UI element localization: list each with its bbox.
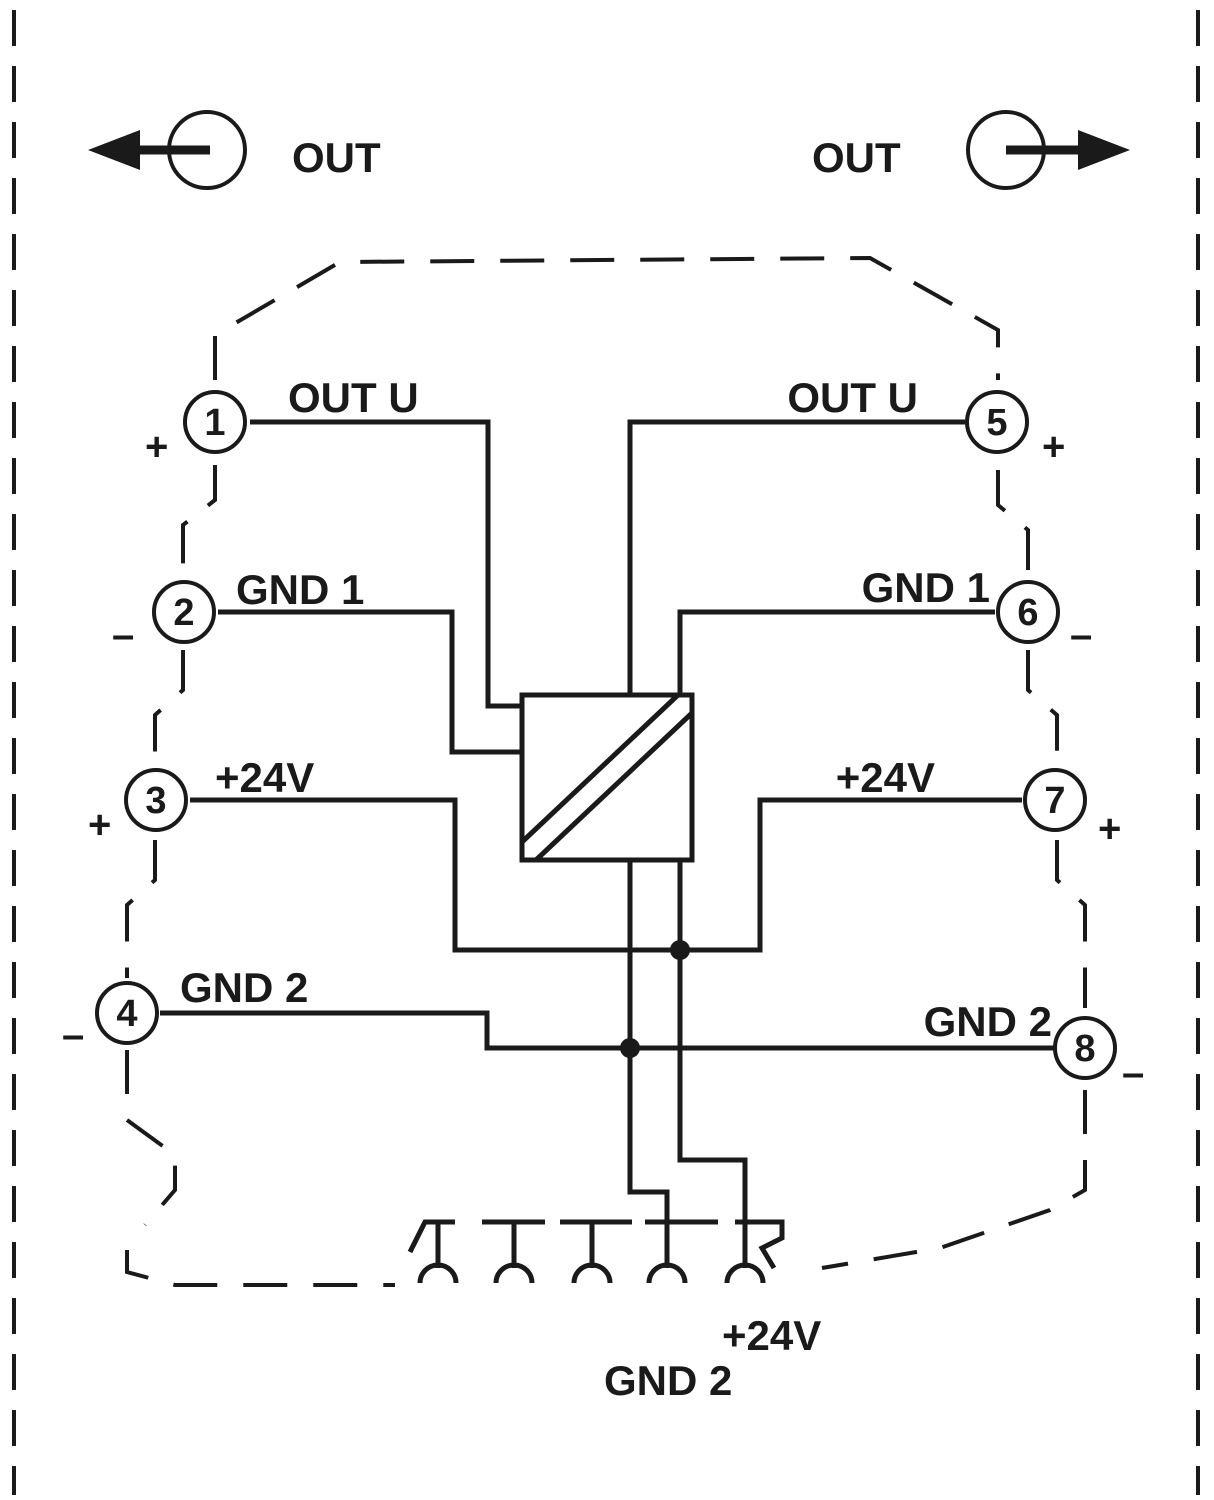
terminal-2: 2 GND 1 –: [112, 566, 364, 657]
module-outline: [12, 10, 1200, 1495]
polarity-sign: –: [1070, 613, 1092, 657]
terminal-number: 7: [1044, 780, 1065, 822]
wire-out-u-left: [250, 419, 522, 709]
wire-gnd2-drop: [627, 860, 670, 1260]
wire-out-u-right: [627, 419, 965, 695]
wire-24v-drop: [677, 860, 748, 1260]
bus-contact-gnd2: [645, 1219, 718, 1284]
junction-24v: [670, 940, 690, 960]
terminal-number: 5: [986, 402, 1007, 444]
terminal-4: 4 GND 2 –: [62, 964, 308, 1057]
polarity-sign: –: [112, 613, 134, 657]
wire-24v-bus: [190, 797, 1022, 953]
terminal-6: 6 GND 1 –: [862, 564, 1093, 657]
wire-gnd1-right: [677, 609, 995, 695]
din-rail-bus-connector-icon: [407, 1219, 785, 1284]
output-arrow-left-icon: [88, 110, 247, 190]
polarity-sign: –: [1122, 1051, 1144, 1095]
terminal-number: 4: [116, 993, 137, 1035]
terminal-3: 3 +24V +: [88, 754, 314, 847]
out-label-left: OUT: [292, 134, 381, 181]
terminal-label: +24V: [215, 754, 314, 801]
isolating-converter-icon: [519, 692, 695, 863]
polarity-sign: –: [62, 1013, 84, 1057]
terminal-7: 7 +24V +: [836, 754, 1122, 851]
bus-label-24v: +24V: [722, 1312, 821, 1359]
terminal-label: GND 2: [180, 964, 308, 1011]
junction-gnd2: [620, 1038, 640, 1058]
terminal-number: 8: [1074, 1028, 1095, 1070]
terminal-label: GND 1: [236, 566, 364, 613]
polarity-sign: +: [1098, 807, 1121, 851]
bus-contact-24v: [724, 1219, 785, 1284]
terminal-label: GND 2: [924, 998, 1052, 1045]
wire-gnd1-left: [218, 609, 522, 755]
terminal-number: 3: [145, 780, 166, 822]
terminal-label: GND 1: [862, 564, 990, 611]
bus-contact-2: [482, 1219, 545, 1284]
terminal-1: 1 OUT U +: [145, 374, 419, 469]
terminal-label: OUT U: [288, 374, 419, 421]
out-label-right: OUT: [812, 134, 901, 181]
terminal-label: OUT U: [787, 374, 918, 421]
polarity-sign: +: [145, 425, 168, 469]
polarity-sign: +: [1042, 425, 1065, 469]
bus-label-gnd2: GND 2: [604, 1357, 732, 1404]
terminal-number: 2: [173, 592, 194, 634]
polarity-sign: +: [88, 803, 111, 847]
terminal-number: 1: [204, 402, 225, 444]
wire-gnd2-bus: [160, 1010, 1055, 1051]
out-indicator-left: OUT: [88, 110, 381, 190]
terminal-5: 5 OUT U +: [787, 374, 1065, 469]
bus-contact-1: [407, 1219, 459, 1284]
terminal-label: +24V: [836, 754, 935, 801]
terminal-number: 6: [1017, 592, 1038, 634]
output-arrow-right-icon: [966, 110, 1130, 190]
out-indicator-right: OUT: [812, 110, 1130, 190]
terminal-8: 8 GND 2 –: [924, 998, 1145, 1095]
bus-contact-3: [560, 1219, 632, 1284]
